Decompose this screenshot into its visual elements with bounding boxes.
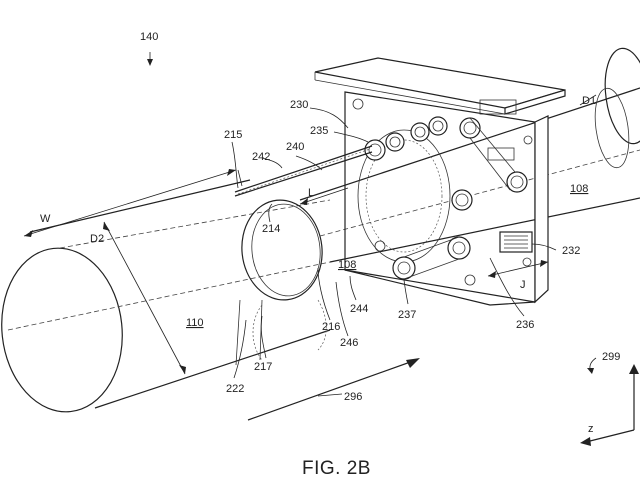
dimension-D2 bbox=[103, 221, 186, 375]
ref-108-rear: 108 bbox=[570, 183, 588, 195]
dimension-L bbox=[299, 187, 349, 205]
label-W: W bbox=[40, 213, 51, 225]
ref-215: 215 bbox=[224, 129, 242, 141]
leader-lines bbox=[147, 52, 597, 379]
ref-242: 242 bbox=[252, 151, 270, 163]
roller-set-235 bbox=[364, 116, 481, 161]
ref-235: 235 bbox=[310, 125, 328, 137]
ref-232: 232 bbox=[562, 245, 580, 257]
label-D1: D1 bbox=[582, 95, 596, 107]
rod-240 bbox=[234, 145, 373, 197]
ref-230: 230 bbox=[290, 99, 308, 111]
ref-140: 140 bbox=[140, 31, 158, 43]
rear-tube-108 bbox=[299, 47, 640, 263]
ref-237: 237 bbox=[398, 309, 416, 321]
inner-tube-214 bbox=[235, 199, 327, 366]
ref-296: 296 bbox=[344, 391, 362, 403]
ref-236: 236 bbox=[516, 319, 534, 331]
ref-222: 222 bbox=[226, 383, 244, 395]
label-J: J bbox=[520, 279, 526, 291]
ref-246: 246 bbox=[340, 337, 358, 349]
ref-244: 244 bbox=[350, 303, 368, 315]
ref-214: 214 bbox=[262, 223, 280, 235]
coordinate-axes-299 bbox=[580, 364, 639, 446]
label-L: L bbox=[308, 187, 314, 199]
direction-arrow-296 bbox=[247, 358, 420, 421]
ref-110: 110 bbox=[186, 317, 204, 329]
ref-299: 299 bbox=[602, 351, 620, 363]
label-z: z bbox=[588, 423, 594, 435]
reference-numerals: 140 215 242 240 230 235 214 108 108 110 … bbox=[140, 31, 620, 403]
ref-216: 216 bbox=[322, 321, 340, 333]
ref-240: 240 bbox=[286, 141, 304, 153]
figure-caption: FIG. 2B bbox=[302, 458, 371, 479]
dimension-W bbox=[23, 169, 243, 237]
ref-108-inner: 108 bbox=[338, 259, 356, 271]
roller-237 bbox=[392, 256, 416, 280]
ref-217: 217 bbox=[254, 361, 272, 373]
label-D2: D2 bbox=[90, 233, 104, 245]
large-tube-110 bbox=[1, 179, 331, 413]
dimension-D1 bbox=[579, 94, 597, 106]
gearbox-232 bbox=[499, 231, 533, 253]
housing-block-230 bbox=[314, 57, 566, 306]
dimension-letters: W D2 D1 L J z bbox=[40, 95, 596, 435]
